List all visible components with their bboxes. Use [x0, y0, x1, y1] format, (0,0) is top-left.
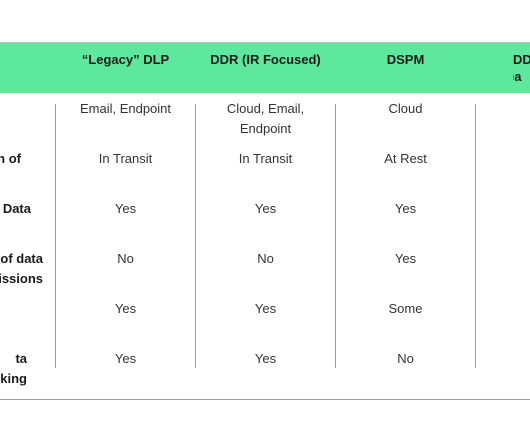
table-cell: Yes	[254, 301, 277, 316]
column-divider	[195, 104, 196, 368]
table-cell: Yes	[254, 201, 277, 216]
table-cell: Some	[388, 301, 423, 316]
table-cell: In Transit	[98, 151, 153, 166]
table-cell: A	[476, 149, 530, 169]
table-cell: C	[476, 99, 530, 119]
table-cell: Cloud	[388, 101, 423, 116]
header-col4: DD rea	[513, 51, 530, 85]
row-label-line: of data	[0, 251, 43, 266]
table-bottom-border	[0, 399, 530, 400]
table-cell: Email, Endpoint	[79, 101, 172, 116]
table-header-row	[0, 42, 530, 93]
header-dspm: DSPM	[386, 52, 425, 67]
table-cell: No	[117, 251, 134, 266]
table-cell: Yes	[114, 201, 137, 216]
table-cell: S	[476, 299, 530, 319]
table-cell: Yes	[254, 351, 277, 366]
table-cell: At Rest	[384, 151, 427, 166]
row-label: n of	[0, 151, 21, 166]
table-cell: No	[257, 251, 274, 266]
row-label-line: issions	[0, 271, 43, 286]
table-cell-line: Endpoint	[239, 121, 292, 136]
header-legacy-dlp: “Legacy” DLP	[81, 52, 170, 67]
table-cell: No	[397, 351, 414, 366]
table-cell: Yes	[114, 351, 137, 366]
table-cell: Yes	[114, 301, 137, 316]
column-divider	[55, 104, 56, 368]
column-divider	[475, 104, 476, 368]
header-col4-line2: rea	[513, 69, 522, 84]
column-divider	[335, 104, 336, 368]
header-ddr-ir-focused: DDR (IR Focused)	[210, 52, 321, 67]
row-label: of data issions	[0, 249, 43, 289]
row-label-line: ta	[15, 351, 27, 366]
table-cell-line: Cloud, Email,	[226, 101, 305, 116]
table-cell: Yes	[394, 201, 417, 216]
table-cell: In Transit	[238, 151, 293, 166]
table-cell: Yes	[394, 251, 417, 266]
row-label: ta king	[0, 349, 27, 389]
row-label: Data	[2, 201, 31, 216]
header-col4-line1: DD	[513, 52, 530, 67]
row-label-line: king	[0, 371, 27, 386]
table-cell: Cloud, Email, Endpoint	[196, 99, 335, 139]
